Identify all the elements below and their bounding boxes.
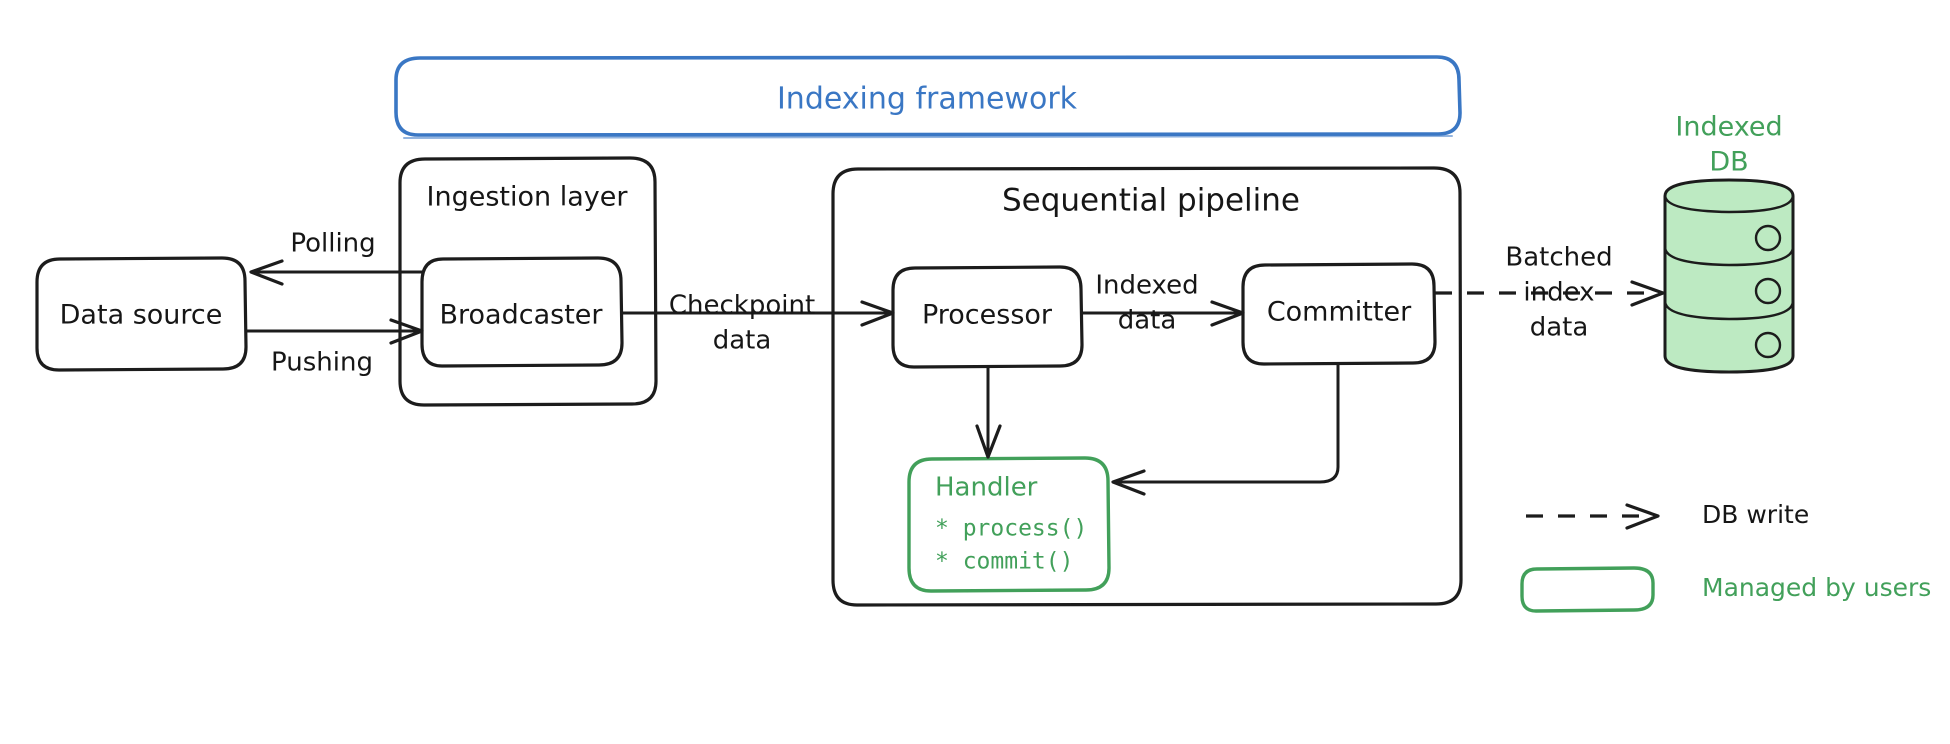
edge-checkpoint-label-line2: data [713, 326, 772, 356]
node-data-source[interactable]: Data source [35, 256, 248, 372]
edge-polling: Polling [249, 229, 424, 286]
edge-batched-label-line3: data [1530, 313, 1589, 343]
edge-processor-to-handler [975, 365, 1002, 459]
edge-checkpoint-label-line1: Checkpoint [669, 291, 815, 321]
ingestion-layer-label: Ingestion layer [427, 182, 629, 213]
edge-indexed-label-line1: Indexed [1095, 271, 1198, 301]
indexing-framework-label: Indexing framework [777, 82, 1078, 117]
legend-managed-by-users-label: Managed by users [1702, 573, 1931, 602]
edge-indexed-data: Indexed data [1080, 271, 1245, 336]
legend-db-write-label: DB write [1702, 500, 1809, 529]
indexed-db-label-line1: Indexed [1675, 112, 1782, 143]
legend-item-managed-by-users: Managed by users [1520, 566, 1931, 613]
committer-label: Committer [1267, 297, 1412, 328]
indexing-framework-banner[interactable]: Indexing framework [394, 55, 1462, 139]
handler-title: Handler [935, 473, 1038, 503]
group-sequential-pipeline[interactable]: Sequential pipeline [831, 166, 1463, 607]
processor-label: Processor [922, 300, 1053, 331]
group-ingestion-layer[interactable]: Ingestion layer [398, 156, 658, 407]
edge-batched-index-data: Batched index data [1435, 243, 1665, 343]
handler-method-commit: * commit() [935, 549, 1073, 575]
node-broadcaster[interactable]: Broadcaster [420, 256, 624, 368]
sequential-pipeline-label: Sequential pipeline [1002, 183, 1300, 219]
handler-method-process: * process() [935, 516, 1087, 542]
indexed-db-label-line2: DB [1709, 147, 1748, 178]
edge-batched-label-line1: Batched [1505, 243, 1612, 273]
legend: DB write Managed by users [1520, 500, 1931, 613]
edge-polling-label: Polling [290, 229, 375, 259]
database-cylinder-icon [1663, 178, 1795, 374]
data-source-label: Data source [60, 300, 223, 331]
edge-indexed-label-line2: data [1118, 306, 1177, 336]
edge-committer-to-handler [1111, 362, 1340, 496]
edge-checkpoint-data: Checkpoint data [620, 291, 895, 356]
legend-item-db-write: DB write [1526, 500, 1809, 530]
node-committer[interactable]: Committer [1241, 262, 1437, 366]
indexed-db[interactable]: Indexed DB [1663, 112, 1795, 374]
node-handler[interactable]: Handler * process() * commit() [907, 456, 1111, 593]
broadcaster-label: Broadcaster [440, 300, 604, 331]
node-processor[interactable]: Processor [891, 265, 1084, 369]
edge-pushing: Pushing [244, 318, 424, 378]
edge-pushing-label: Pushing [271, 348, 373, 378]
edge-batched-label-line2: index [1523, 278, 1594, 308]
